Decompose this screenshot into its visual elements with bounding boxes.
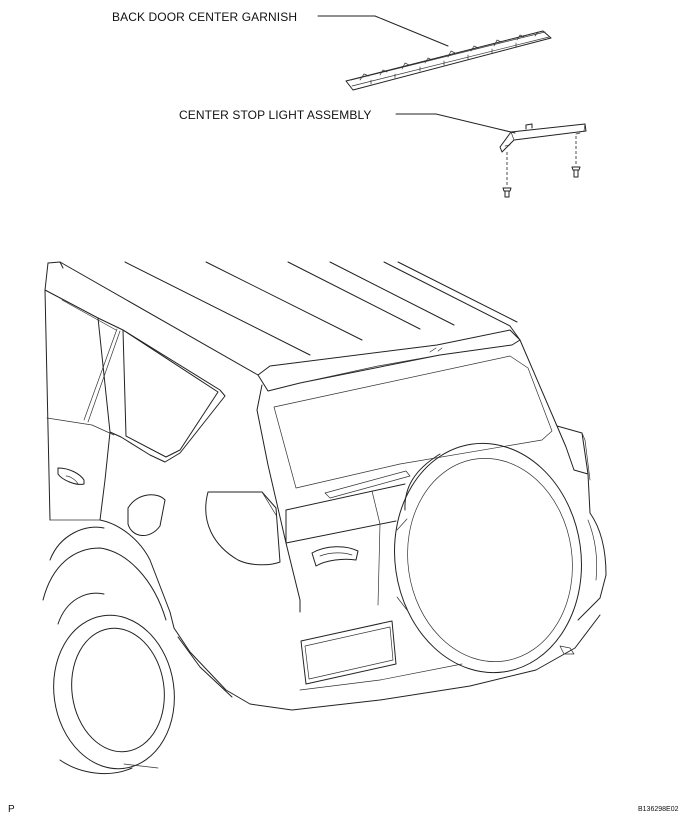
vehicle-rear-illustration (42, 261, 607, 774)
label-center-stop-light-assembly: CENTER STOP LIGHT ASSEMBLY (179, 108, 371, 122)
label-back-door-center-garnish: BACK DOOR CENTER GARNISH (112, 10, 297, 24)
back-door-center-garnish-part (345, 30, 552, 91)
center-stop-light-assembly-part (499, 123, 587, 186)
leader-garnish (317, 15, 449, 47)
screw-left (502, 187, 512, 198)
leader-stop-light (395, 113, 516, 134)
page-marker: P (8, 804, 15, 815)
figure-code: B136298E02 (638, 806, 679, 813)
screw-right (571, 166, 581, 178)
